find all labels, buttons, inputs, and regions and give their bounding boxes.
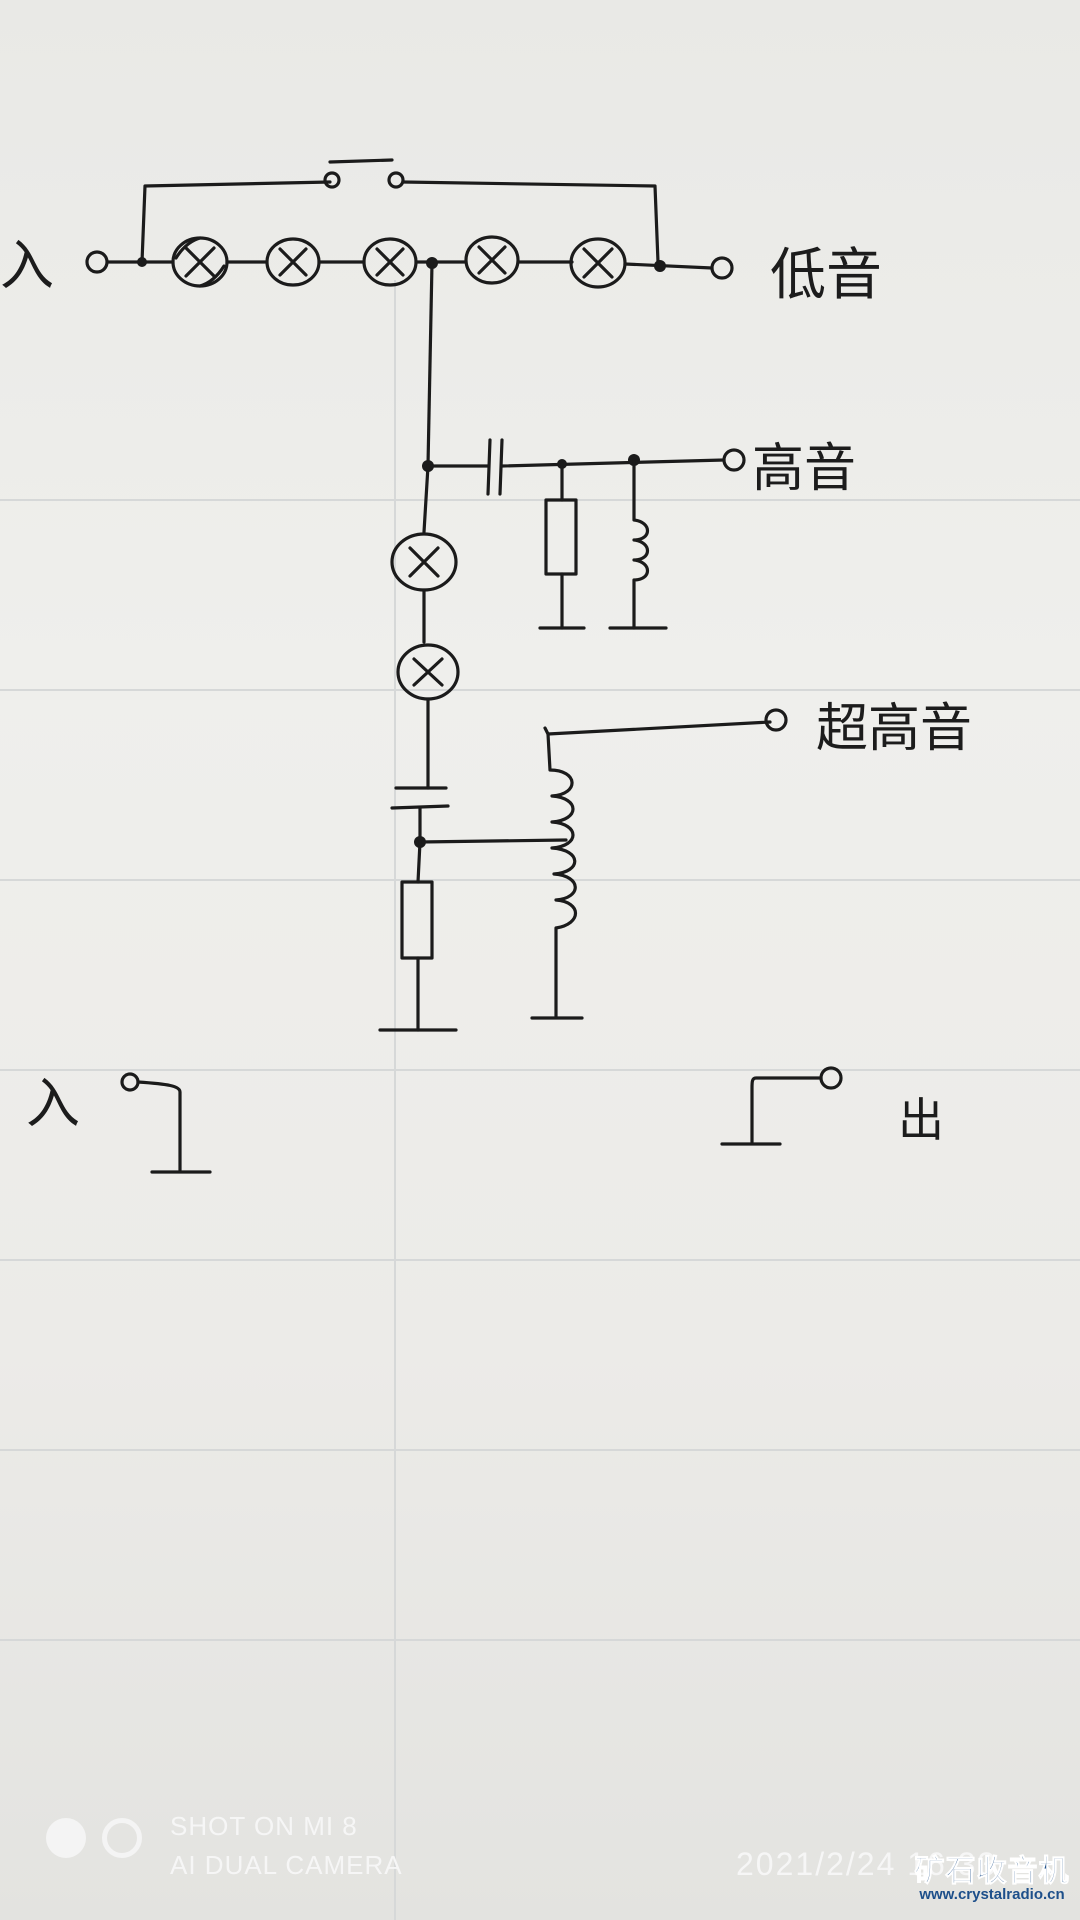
lamp-7 — [396, 643, 460, 701]
photo-timestamp: 2021/2/24 16:33 — [736, 1846, 998, 1882]
bottom-input-connector — [120, 1072, 212, 1174]
filled-circle-icon — [46, 1818, 86, 1858]
lamp-1 — [171, 236, 229, 288]
treble-resistor — [538, 462, 586, 630]
label-treble: 高音 — [752, 439, 856, 499]
bass-chain — [85, 235, 734, 289]
lamp-4 — [464, 235, 520, 285]
super-treble-resistor — [378, 840, 458, 1032]
camera-model-text: AI DUAL CAMERA — [170, 1850, 403, 1880]
super-treble-branch — [378, 464, 788, 1032]
label-super-treble: 超高音 — [816, 699, 972, 759]
label-input-bottom: 入 — [26, 1072, 80, 1135]
super-treble-capacitor — [390, 786, 450, 810]
treble-inductor — [608, 458, 668, 630]
watermark-url: www.crystalradio.cn — [919, 1886, 1065, 1903]
treble-branch — [422, 261, 746, 630]
lamp-2 — [265, 237, 321, 287]
site-watermark: 矿石收音机 www.crystalradio.cn — [910, 1846, 1074, 1916]
lamp-5 — [569, 237, 627, 289]
shot-on-text: SHOT ON MI 8 — [170, 1811, 358, 1841]
super-treble-autotransformer — [530, 708, 788, 1020]
label-bass: 低音 — [770, 243, 882, 308]
bypass-switch — [140, 158, 660, 264]
watermark-title: 矿石收音机 — [914, 1854, 1070, 1890]
label-input-top: 入 — [0, 234, 54, 297]
bottom-output-connector — [720, 1066, 843, 1146]
lamp-6 — [390, 532, 458, 592]
treble-capacitor — [486, 438, 504, 496]
ring-circle-icon — [102, 1818, 142, 1858]
lamp-3 — [362, 237, 418, 287]
label-output-bottom: 出 — [898, 1093, 944, 1147]
